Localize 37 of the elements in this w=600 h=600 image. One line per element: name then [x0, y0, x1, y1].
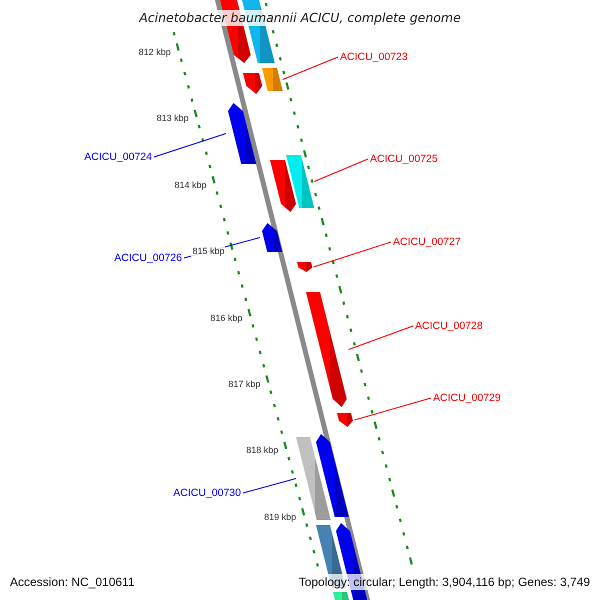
gene-label: ACICU_00724 [84, 150, 152, 164]
scale-label: 819 kbp [263, 512, 298, 523]
leader-line [282, 56, 338, 80]
gene-label: ACICU_00729 [433, 391, 501, 405]
scale-label: 818 kbp [245, 445, 280, 456]
gene-label: ACICU_00723 [340, 50, 408, 64]
leader-line [154, 133, 226, 158]
gene-label: ACICU_00726 [114, 251, 182, 265]
gene-label: ACICU_00728 [415, 319, 483, 333]
gene-feature [333, 592, 349, 600]
accession-text: Accession: NC_010611 [8, 574, 137, 590]
scale-label: 817 kbp [227, 379, 262, 390]
leader-line [354, 398, 432, 420]
gene-label: ACICU_00727 [393, 235, 461, 249]
leader-line [314, 158, 368, 182]
scale-label: 812 kbp [138, 47, 172, 58]
scale-label: 815 kbp [191, 246, 226, 258]
scale-label: 814 kbp [174, 180, 208, 191]
scale-label: 813 kbp [156, 113, 190, 124]
gene-feature [314, 434, 349, 517]
gene-feature [226, 103, 256, 164]
gene-feature [296, 437, 331, 520]
gene-feature [262, 68, 283, 91]
leader-line [242, 478, 296, 494]
gene-label: ACICU_00725 [370, 152, 438, 166]
gene-feature [270, 160, 298, 212]
genome-info-text: Topology: circular; Length: 3,904,116 bp; Genes: 3,749 [296, 574, 592, 590]
leader-line [313, 242, 392, 268]
gene-label: ACICU_00730 [173, 486, 241, 500]
gene-feature [243, 73, 264, 94]
gene-feature [306, 292, 349, 407]
scale-label: 816 kbp [209, 312, 244, 324]
gene-feature [337, 413, 354, 427]
gene-feature [286, 155, 314, 208]
leader-line [348, 326, 414, 350]
gene-feature [297, 262, 314, 272]
gene-feature [260, 223, 282, 252]
